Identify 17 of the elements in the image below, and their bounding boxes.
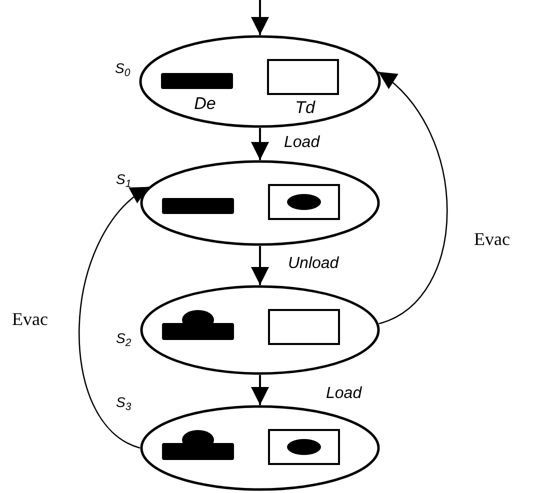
arrow: [78, 186, 150, 449]
state-name: S$_{0}$: [115, 61, 130, 75]
component-label: Td: [294, 99, 316, 116]
state-name: S$_{1}$: [116, 172, 132, 186]
component-label: De: [193, 95, 217, 112]
arrow: [251, 375, 269, 405]
arrow: [251, 0, 269, 35]
state-name: S$_{3}$: [116, 395, 132, 409]
edge-label: Load: [326, 386, 362, 402]
edge-label: Evac: [12, 310, 48, 328]
state-name: S$_{2}$: [116, 331, 132, 345]
edge-label: Load: [284, 135, 320, 151]
edge-label: Evac: [474, 230, 510, 248]
arrow: [251, 246, 269, 285]
edge-label: Unload: [288, 256, 339, 272]
arrow: [378, 71, 448, 324]
arrow: [251, 128, 269, 160]
